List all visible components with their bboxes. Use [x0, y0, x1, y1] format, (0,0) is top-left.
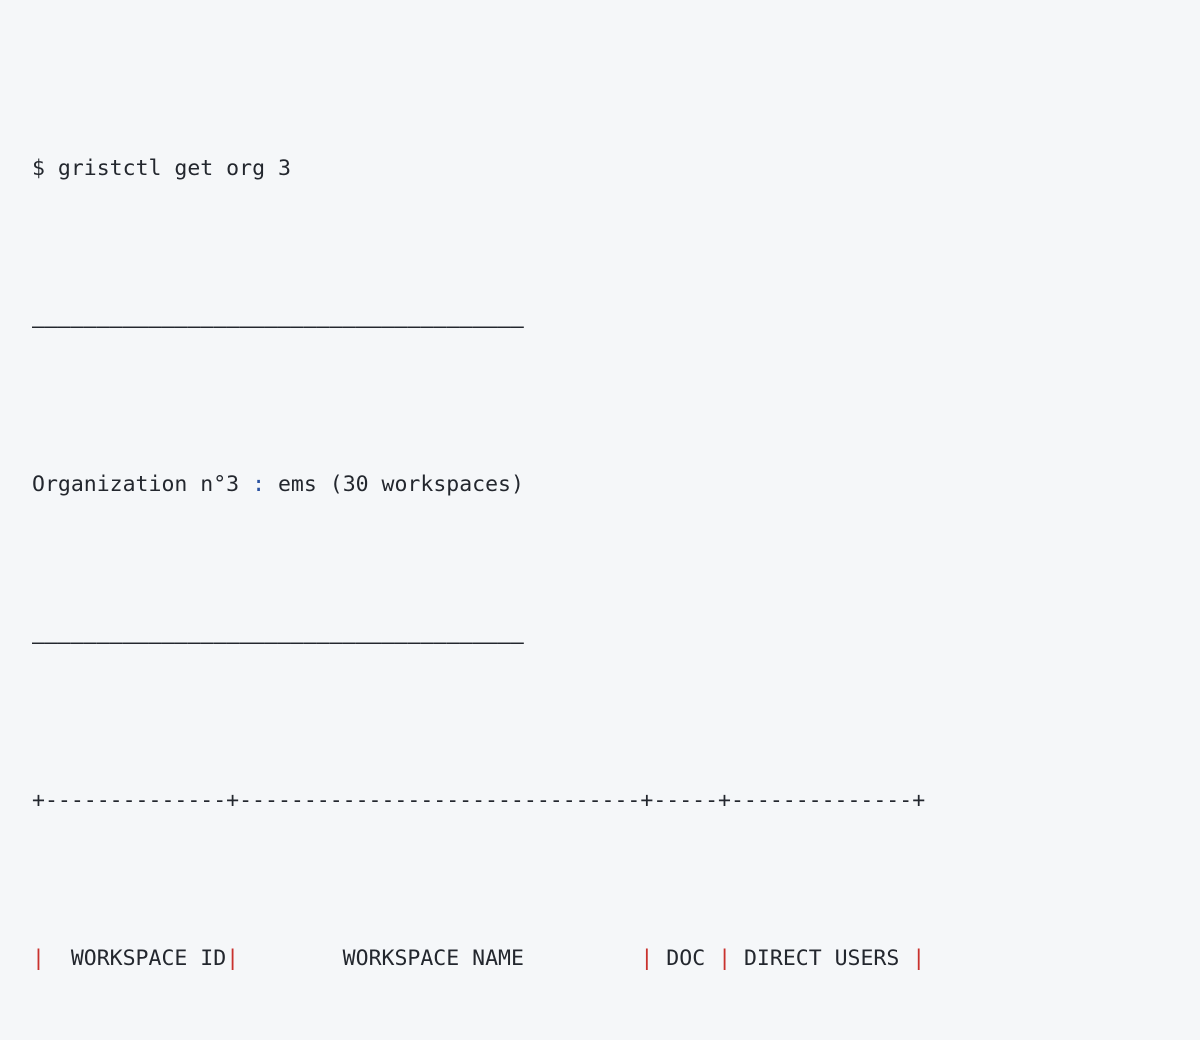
rule-bottom: ——————————————————————————————————————	[32, 629, 524, 655]
command-line: $ gristctl get org 3	[32, 149, 1200, 189]
table-border-top: +--------------+------------------------…	[32, 787, 926, 813]
prompt-symbol: $	[32, 155, 45, 181]
column-header-direct-users: DIRECT USERS	[731, 945, 913, 971]
pipe-icon: |	[718, 945, 732, 971]
pipe-icon: |	[32, 945, 45, 971]
organization-label: Organization n°3	[32, 471, 240, 497]
organization-workspace-count: (30 workspaces)	[329, 471, 524, 497]
pipe-icon: |	[226, 945, 240, 971]
column-header-doc: DOC	[653, 945, 719, 971]
organization-line: Organization n°3 : ems (30 workspaces)	[32, 465, 1200, 505]
organization-separator: :	[252, 471, 266, 497]
pipe-icon: |	[912, 945, 926, 971]
organization-name: ems	[277, 471, 317, 497]
rule-top: ——————————————————————————————————————	[32, 313, 524, 339]
command-space	[45, 156, 58, 181]
command-text: gristctl get org 3	[57, 155, 291, 181]
pipe-icon: |	[640, 945, 654, 971]
table-header-row: | WORKSPACE ID| WORKSPACE NAME | DOC | D…	[32, 939, 1200, 979]
column-header-workspace-id: WORKSPACE ID	[44, 945, 227, 971]
column-header-workspace-name: WORKSPACE NAME	[239, 945, 641, 971]
